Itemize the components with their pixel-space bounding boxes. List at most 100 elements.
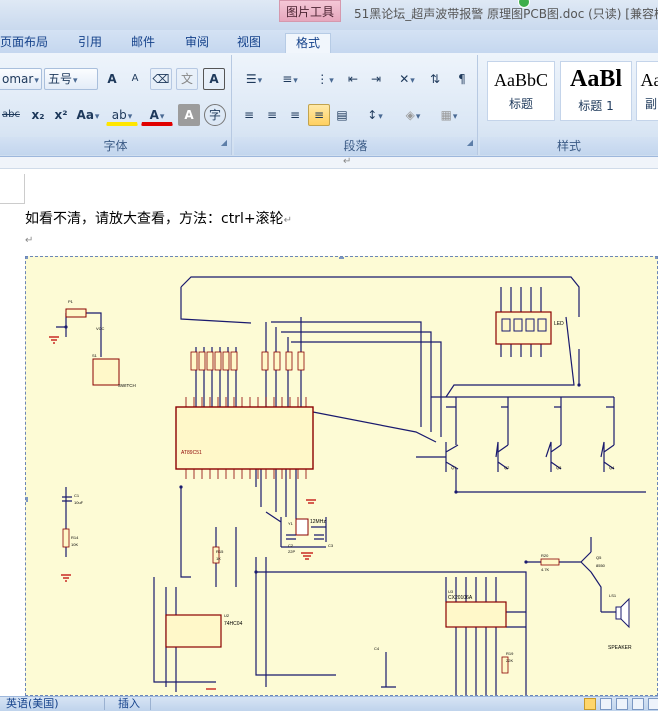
- part-label: LS1: [609, 593, 617, 598]
- part-label: R20: [541, 553, 549, 558]
- insert-mode-status[interactable]: 插入: [118, 697, 140, 710]
- tab-references[interactable]: 引用: [78, 35, 103, 49]
- increase-indent-icon[interactable]: ⇥: [370, 72, 382, 86]
- styles-group-label-text: 样式: [556, 139, 581, 153]
- font-name-select[interactable]: omar: [0, 68, 42, 90]
- font-name-value: omar: [2, 72, 34, 86]
- part-label: R19: [506, 651, 514, 656]
- align-left-icon[interactable]: ≡: [243, 108, 255, 122]
- tab-page-layout[interactable]: 页面布局: [0, 35, 49, 49]
- borders-icon[interactable]: ▦: [432, 104, 466, 126]
- strikethrough-button[interactable]: abc: [2, 109, 20, 120]
- resize-handle[interactable]: [339, 257, 344, 259]
- paragraph-mark: ↵: [25, 235, 34, 246]
- speaker-icon: [615, 597, 630, 629]
- tab-view[interactable]: 视图: [237, 35, 262, 49]
- change-case-button[interactable]: Aa: [73, 104, 103, 126]
- status-divider: [150, 698, 151, 710]
- crystal-label: 12MHz: [310, 519, 326, 525]
- subscript-button[interactable]: x₂: [31, 108, 45, 122]
- crystal: [295, 518, 309, 536]
- superscript-button[interactable]: x²: [54, 108, 68, 122]
- phonetic-guide-button[interactable]: 文: [176, 68, 198, 90]
- numbering-button[interactable]: ≡: [274, 68, 306, 90]
- mcu-chip: [175, 406, 314, 470]
- align-right-icon[interactable]: ≡: [289, 108, 301, 122]
- dialog-launcher-icon[interactable]: ◢: [220, 138, 227, 147]
- picture-tools-context-tab[interactable]: 图片工具: [279, 0, 341, 22]
- show-marks-icon[interactable]: ¶: [458, 72, 466, 86]
- distributed-icon[interactable]: ▤: [336, 108, 348, 122]
- draft-view-icon[interactable]: [648, 698, 658, 710]
- clear-format-icon[interactable]: ⌫: [150, 68, 172, 90]
- highlight-label: ab: [111, 108, 127, 122]
- status-bar: 英语(美国) 插入: [0, 696, 658, 711]
- schematic-image[interactable]: AT89C51 LED SWITCH 12MHz 74HC04 CX20106A: [25, 256, 658, 696]
- part-label: S1: [92, 353, 98, 358]
- power-switch: [92, 358, 120, 386]
- tab-review[interactable]: 审阅: [185, 35, 210, 49]
- style-sample: Aa: [640, 70, 658, 90]
- line-spacing-icon[interactable]: ↕: [358, 104, 392, 126]
- led-label: LED: [554, 321, 564, 327]
- part-label: C4: [374, 646, 380, 651]
- enclose-char-button[interactable]: 字: [204, 104, 226, 126]
- full-screen-reading-icon[interactable]: [600, 698, 612, 710]
- schematic-drawing: AT89C51 LED SWITCH 12MHz 74HC04 CX20106A: [49, 276, 646, 695]
- font-size-value: 五号: [48, 72, 73, 86]
- part-label: VCC: [96, 326, 105, 331]
- style-sample: AaBl: [569, 66, 622, 92]
- dialog-launcher-icon[interactable]: ◢: [466, 138, 473, 147]
- inverter-label: 74HC04: [224, 621, 243, 627]
- sort-icon[interactable]: ⇅: [429, 72, 441, 86]
- change-case-label: Aa: [76, 108, 94, 122]
- document-title: 51黑论坛_超声波带报警 原理图PCB图.doc (只读) [兼容模: [354, 7, 658, 21]
- document-line-text: 如看不清，请放大查看，方法：ctrl+滚轮: [25, 211, 284, 227]
- tab-mailings[interactable]: 邮件: [131, 35, 156, 49]
- paragraph-group-label-text: 段落: [343, 139, 368, 153]
- font-color-button[interactable]: A: [141, 104, 173, 126]
- style-heading-1[interactable]: AaBl 标题 1: [560, 61, 632, 121]
- part-label: Q5: [596, 555, 602, 560]
- align-center-icon[interactable]: ≡: [266, 108, 278, 122]
- bullets-button[interactable]: ☰: [238, 68, 270, 90]
- style-subtitle[interactable]: Aa 副: [636, 61, 658, 121]
- resistor-r14: [62, 528, 70, 548]
- part-label: R15: [216, 549, 224, 554]
- part-label: R14: [71, 535, 79, 540]
- language-status[interactable]: 英语(美国): [6, 697, 59, 710]
- value-label: 22P: [288, 549, 295, 554]
- font-size-select[interactable]: 五号: [44, 68, 98, 90]
- font-group-label: 字体◢: [0, 137, 231, 155]
- grow-font-button[interactable]: A: [107, 72, 117, 86]
- style-sample: AaBbC: [494, 70, 548, 90]
- print-layout-view-icon[interactable]: [584, 698, 596, 710]
- web-layout-icon[interactable]: [616, 698, 628, 710]
- shading-icon[interactable]: ◈: [396, 104, 430, 126]
- document-line[interactable]: 如看不清，请放大查看，方法：ctrl+滚轮↵: [25, 208, 292, 228]
- status-divider: [104, 698, 105, 710]
- resize-handle[interactable]: [26, 497, 28, 502]
- justify-icon[interactable]: ≡: [308, 104, 330, 126]
- led-display: [495, 311, 552, 345]
- outline-view-icon[interactable]: [632, 698, 644, 710]
- tab-format[interactable]: 格式: [285, 33, 332, 53]
- part-label: C3: [328, 543, 334, 548]
- char-shading-button[interactable]: A: [178, 104, 200, 126]
- part-label: U2: [224, 613, 230, 618]
- chinese-layout-icon[interactable]: ✕: [390, 68, 424, 90]
- part-label: C2: [288, 543, 294, 548]
- shrink-font-button[interactable]: A: [131, 73, 139, 84]
- highlight-button[interactable]: ab: [106, 104, 138, 126]
- value-label: 22K: [506, 658, 513, 663]
- mcu-label: AT89C51: [181, 450, 202, 456]
- char-border-button[interactable]: A: [203, 68, 225, 90]
- style-name: 标题: [508, 97, 533, 111]
- resize-handle[interactable]: [26, 257, 28, 259]
- part-label: U3: [448, 589, 454, 594]
- styles-group: AaBbC 标题 AaBl 标题 1 Aa 副 样式: [480, 55, 658, 155]
- resize-handle[interactable]: [655, 257, 657, 259]
- decrease-indent-icon[interactable]: ⇤: [347, 72, 359, 86]
- style-title[interactable]: AaBbC 标题: [487, 61, 555, 121]
- multilevel-list-button[interactable]: ⋮: [309, 68, 341, 90]
